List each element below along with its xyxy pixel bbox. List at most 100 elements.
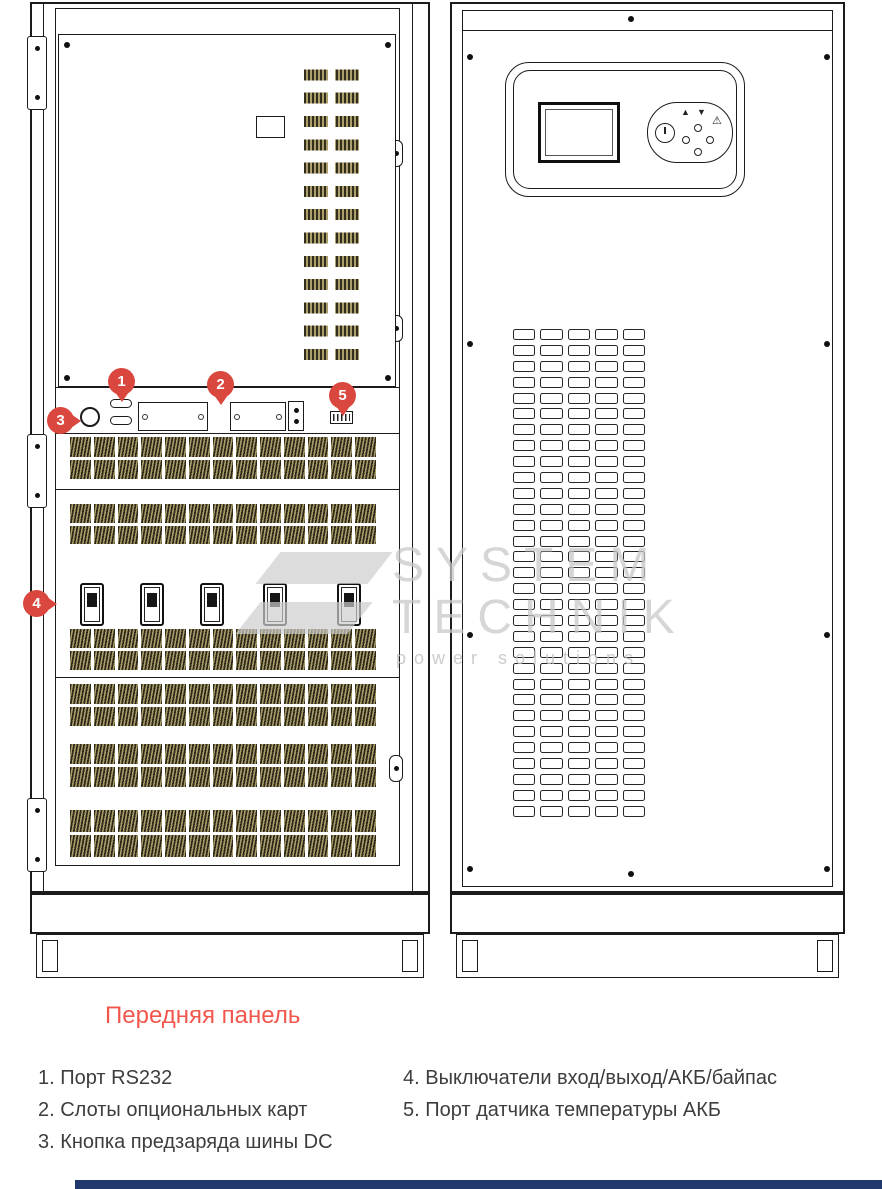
grille-block: [307, 525, 329, 544]
grille-block: [260, 744, 281, 764]
legend-item-4: 4. Выключатели вход/выход/АКБ/байпас: [403, 1067, 777, 1089]
grille-block: [307, 744, 329, 764]
vent-cell: [622, 742, 645, 754]
callout-marker-2: 2: [207, 371, 234, 398]
vent-cell: [513, 742, 536, 754]
slot-screw: [234, 413, 240, 420]
vent-cell: [622, 360, 645, 372]
vent-cell: [513, 503, 536, 515]
vent-cell: [540, 360, 563, 372]
grille-block: [212, 835, 234, 857]
breaker-switch-input: [80, 583, 104, 626]
vent-cell: [540, 535, 563, 547]
panel-screw: [385, 375, 391, 381]
vent-cell: [567, 424, 591, 436]
grille-block: [212, 810, 234, 832]
vent-cell: [540, 789, 563, 801]
vent-cell: [595, 615, 618, 627]
vent-cell: [513, 487, 536, 499]
breaker-body: [84, 587, 100, 622]
grille-block: [188, 459, 210, 479]
vent-cell: [540, 424, 563, 436]
vent-cell: [622, 456, 645, 468]
door-screw: [467, 341, 473, 347]
diagram-title: Передняя панель: [105, 1002, 301, 1029]
legend-item-5: 5. Порт датчика температуры АКБ: [403, 1099, 722, 1121]
breaker-body: [144, 587, 160, 622]
grille-block: [188, 835, 210, 857]
grille-block: [236, 684, 258, 704]
vent-cell: [540, 773, 563, 785]
grille-block: [283, 810, 305, 832]
grille-block: [283, 744, 305, 764]
option-card-slot: [138, 402, 208, 431]
breaker-handle: [207, 593, 217, 607]
vent-cell: [540, 376, 563, 388]
grille-block: [260, 706, 281, 726]
vent-cell: [540, 646, 563, 658]
grille-block: [70, 525, 91, 544]
top-vent-slot-stack: [304, 57, 361, 360]
grille-block: [307, 684, 329, 704]
grille-block: [165, 744, 186, 764]
vent-cell: [540, 329, 563, 340]
breaker-handle: [87, 593, 97, 607]
vent-cell: [622, 773, 645, 785]
vent-grille-row: [70, 629, 376, 670]
vent-cell: [622, 472, 645, 484]
hinge-pin-dot: [34, 444, 40, 449]
grille-block: [355, 684, 376, 704]
vent-cell: [595, 424, 618, 436]
grille-block: [70, 810, 91, 832]
grille-block: [93, 459, 115, 479]
nav-button-down: [694, 148, 702, 156]
vent-cell: [622, 805, 645, 817]
grille-block: [260, 437, 281, 457]
option-card-slot: [230, 402, 286, 431]
right-frame-inner-line: [412, 2, 413, 893]
grille-block: [260, 525, 281, 544]
vent-cell: [513, 805, 536, 817]
grille-block: [331, 504, 353, 523]
grille-block: [331, 744, 353, 764]
breaker-handle: [344, 593, 354, 607]
vent-cell: [540, 551, 563, 563]
grille-block: [307, 437, 329, 457]
vent-cell: [622, 662, 645, 674]
grille-block: [93, 835, 115, 857]
cabinet-plinth: [36, 934, 424, 978]
vent-cell: [595, 503, 618, 515]
grille-block: [141, 810, 163, 832]
grille-block: [236, 525, 258, 544]
scroll-down-icon: ▼: [697, 107, 706, 117]
grille-block: [188, 684, 210, 704]
grille-block: [260, 684, 281, 704]
grille-block: [70, 706, 91, 726]
vent-cell: [540, 567, 563, 579]
grille-block: [355, 767, 376, 787]
grille-block: [236, 459, 258, 479]
vent-cell: [595, 567, 618, 579]
vent-cell: [567, 789, 591, 801]
grille-block: [165, 767, 186, 787]
vent-cell: [513, 424, 536, 436]
grille-block: [117, 459, 139, 479]
grille-block: [331, 437, 353, 457]
grille-block: [188, 744, 210, 764]
grille-block: [307, 651, 329, 670]
grille-block: [283, 525, 305, 544]
grille-block: [355, 525, 376, 544]
grille-block: [236, 810, 258, 832]
vent-cell: [595, 456, 618, 468]
grille-block: [165, 437, 186, 457]
grille-block: [212, 437, 234, 457]
grille-block: [236, 767, 258, 787]
grille-block: [283, 504, 305, 523]
cabinet-foot: [42, 940, 58, 972]
vent-cell: [540, 503, 563, 515]
nav-button-left: [682, 136, 690, 144]
vent-grille-row: [70, 684, 376, 726]
grille-block: [331, 684, 353, 704]
vent-cell: [567, 726, 591, 738]
